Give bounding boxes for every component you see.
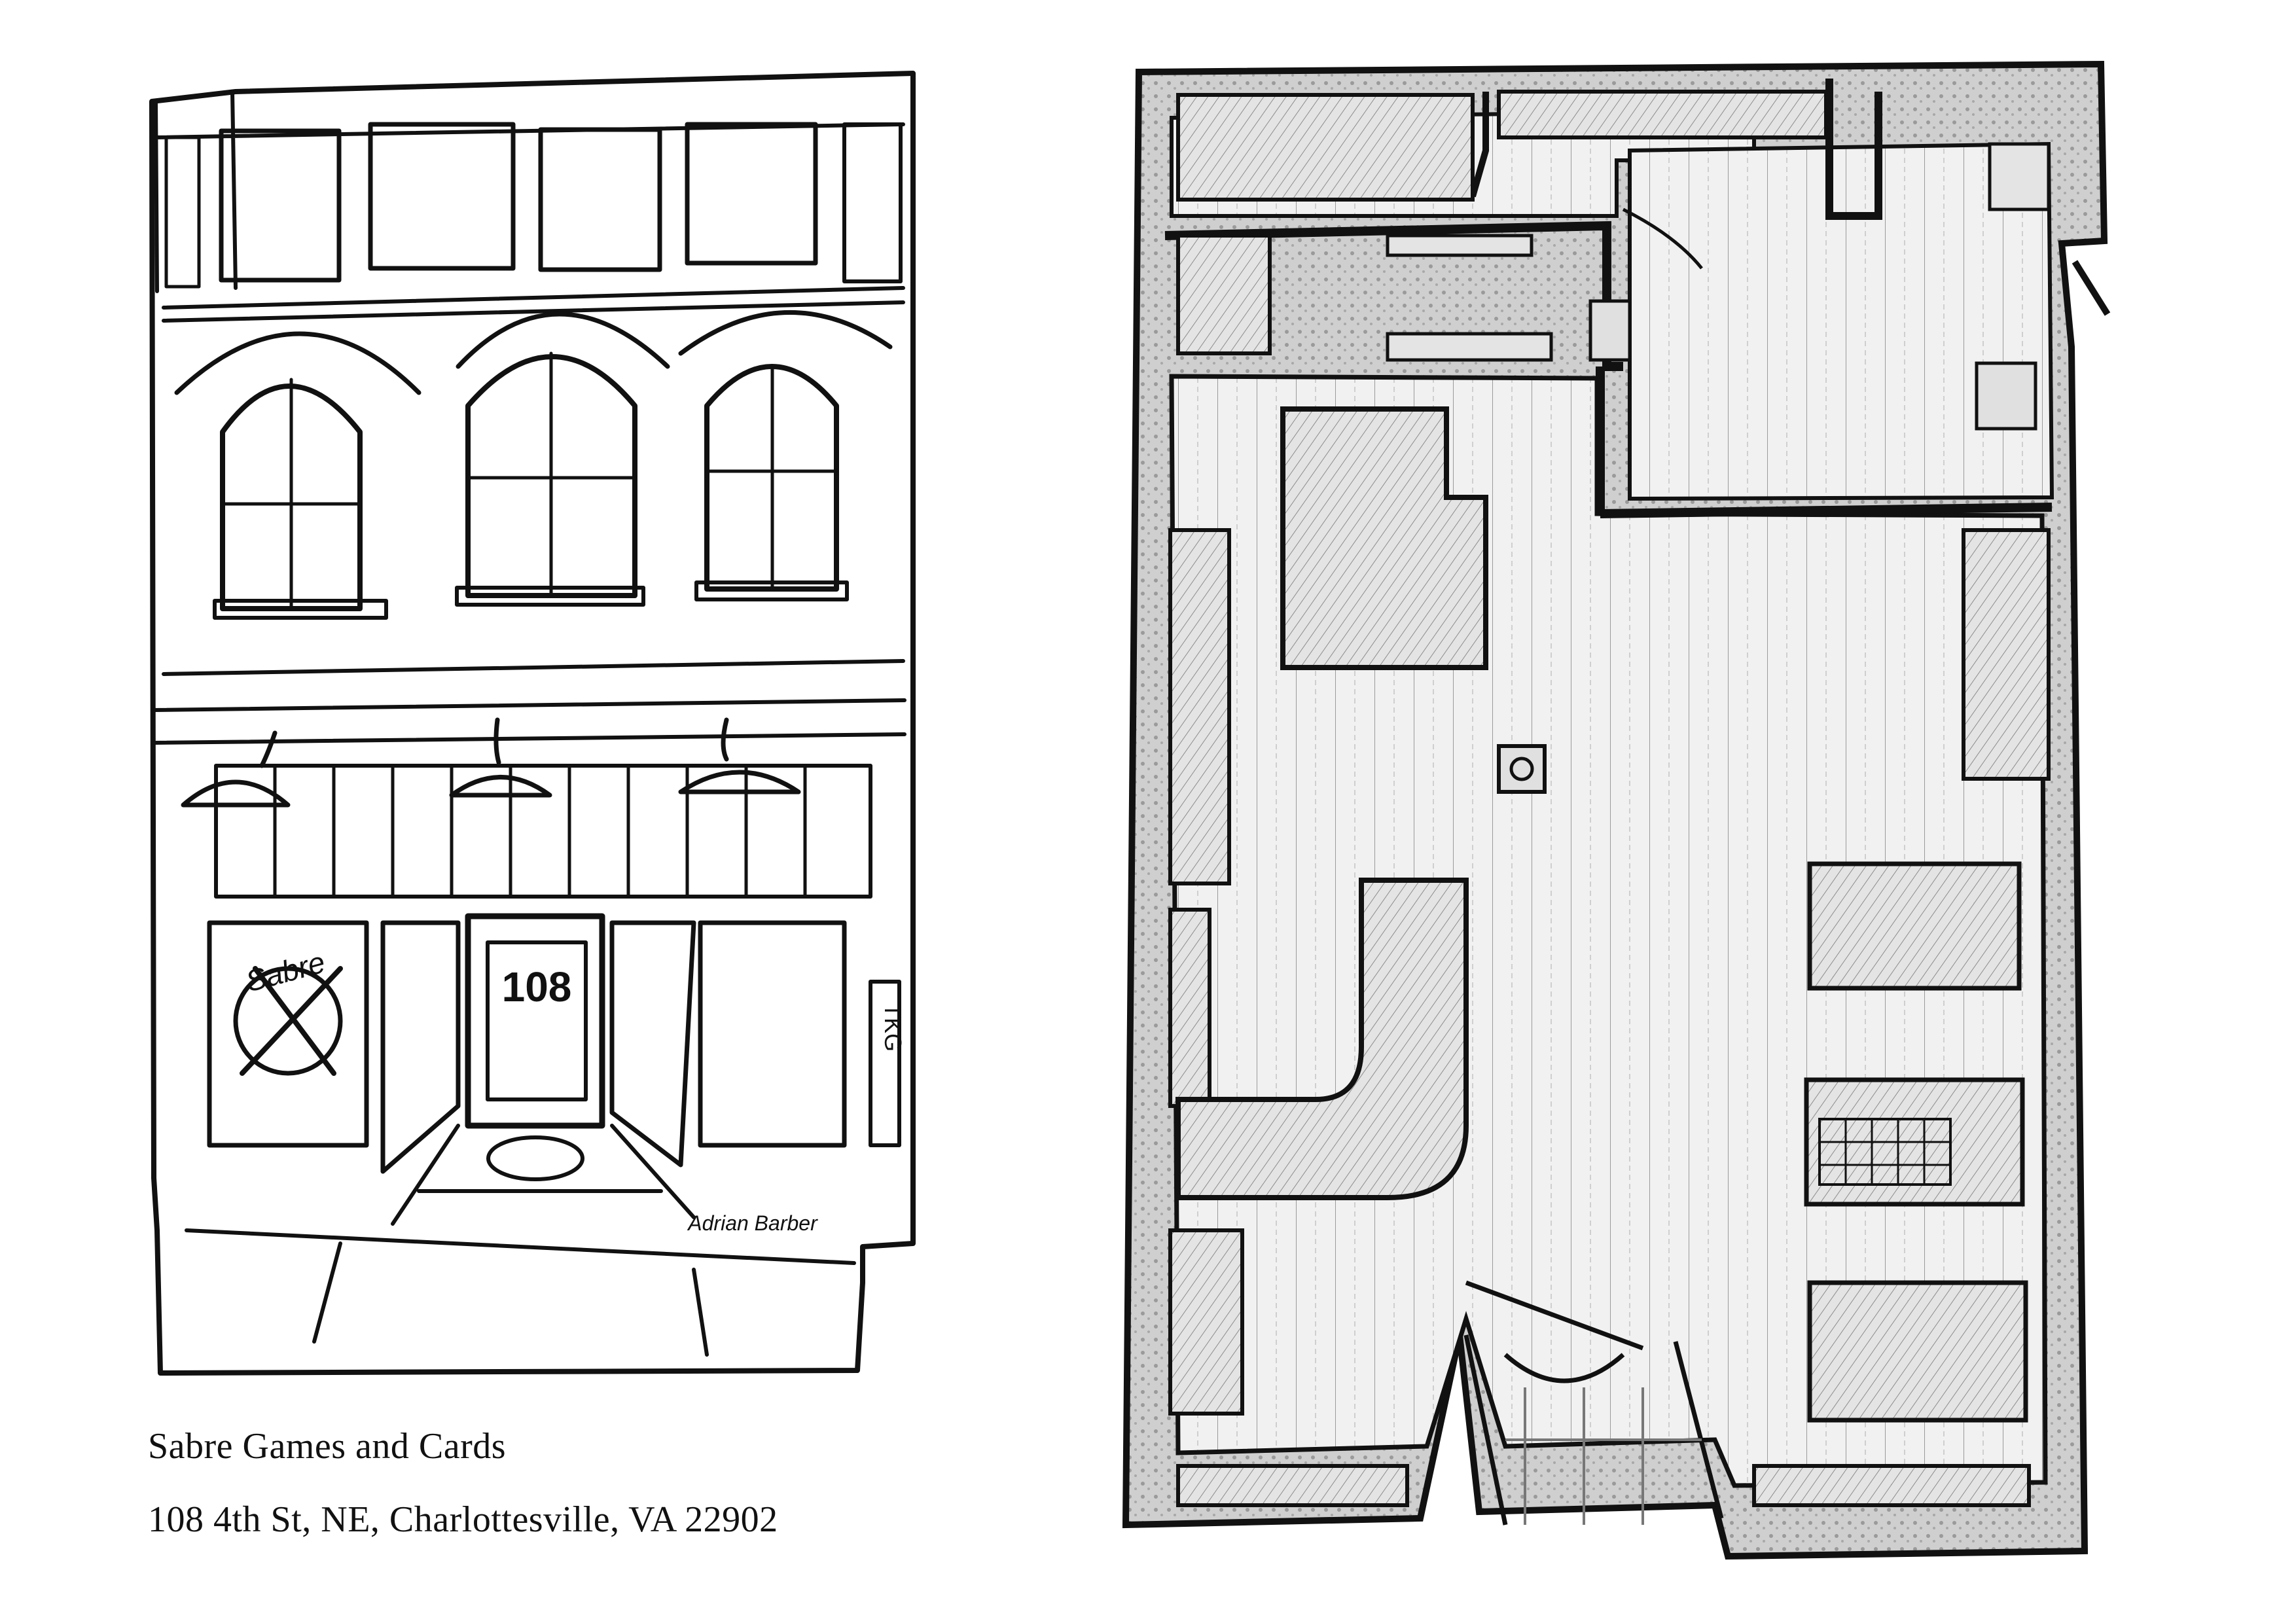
window-sign: Sabre (242, 945, 329, 999)
artist-signature: Adrian Barber (687, 1211, 818, 1235)
bottom-shelf-right (1752, 1464, 2031, 1507)
gaming-tables (1804, 861, 2028, 1423)
checkout-counter (1175, 878, 1469, 1200)
shopfront: Sabre 108 (207, 913, 847, 1226)
storefront-facade: Sabre 108 TKG Adrian Barber (149, 71, 916, 1376)
side-door (2072, 260, 2111, 316)
arched-windows (174, 310, 893, 620)
floor-plan (1122, 60, 2111, 1560)
pillar (1497, 744, 1547, 794)
door-swing (1622, 207, 1703, 270)
play-table-large (1280, 406, 1488, 670)
left-shelves (1168, 528, 1244, 1416)
shop-name: Sabre Games and Cards (148, 1426, 507, 1467)
entrance (1463, 1280, 1724, 1525)
top-shelves (1176, 90, 2051, 362)
upper-panels (164, 122, 903, 289)
right-display (1962, 528, 2051, 781)
shop-address: 108 4th St, NE, Charlottesville, VA 2290… (148, 1499, 778, 1540)
side-sign-board (869, 980, 901, 1147)
door-number: 108 (502, 963, 572, 1010)
cabinet-small (1588, 299, 1632, 362)
cabinet (1975, 361, 2037, 431)
transom-windows (214, 764, 872, 899)
side-sign: TKG (880, 1003, 906, 1052)
lamps (181, 717, 801, 808)
bottom-shelf-left (1176, 1464, 1409, 1507)
